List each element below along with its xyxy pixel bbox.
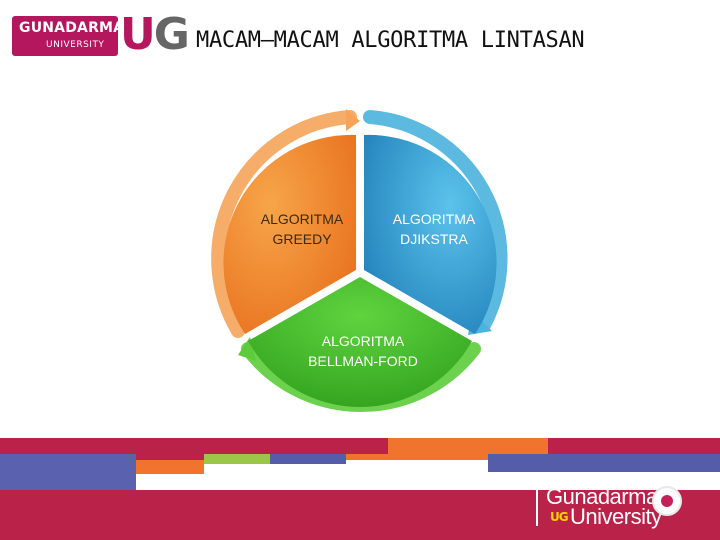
logo-letter-g: G [153, 9, 190, 60]
label-greedy-line2: GREEDY [272, 231, 332, 247]
segment-dijkstra [364, 134, 497, 334]
arrow-ring-blue [363, 110, 508, 332]
footer-bar-10 [488, 454, 720, 472]
label-bellman-ford: ALGORITMA BELLMAN-FORD [298, 331, 428, 371]
label-dijkstra: ALGORITMA DJIKSTRA [374, 209, 494, 249]
cycle-diagram-svg [211, 109, 508, 412]
label-bellman-line2: BELLMAN-FORD [308, 353, 418, 369]
label-greedy: ALGORITMA GREEDY [242, 209, 362, 249]
footer-bar-8 [270, 454, 346, 464]
footer-bar-7 [204, 454, 270, 464]
footer-bar-9 [346, 454, 488, 460]
footer-bar-2 [388, 438, 548, 454]
label-bellman-line1: ALGORITMA [321, 333, 405, 349]
footer-brand-line1: Gunadarma [546, 484, 658, 509]
footer-bar-6 [136, 460, 204, 474]
logo-letter-u: U [120, 9, 156, 60]
label-dijkstra-line1: ALGORITMA [392, 211, 476, 227]
arrow-head-orange [346, 109, 360, 131]
university-logo: GUNADARMA UNIVERSITY UG [8, 10, 190, 60]
footer-logo: Gunadarma UG University [536, 482, 716, 532]
footer-logo-divider [536, 484, 538, 526]
logo-monogram: UG [120, 9, 190, 60]
footer-bar-3 [548, 438, 720, 454]
footer-bar-1 [0, 438, 388, 454]
segment-bellman-ford [248, 277, 472, 408]
logo-line1: GUNADARMA [19, 20, 125, 36]
footer-bar-4 [0, 454, 136, 490]
logo-line2: UNIVERSITY [46, 40, 105, 50]
footer-band [0, 438, 720, 540]
footer-base [0, 490, 720, 540]
university-seal-icon [652, 486, 682, 516]
label-greedy-line1: ALGORITMA [260, 211, 344, 227]
footer-brand-mini: UG [550, 510, 569, 524]
label-dijkstra-line2: DJIKSTRA [400, 231, 468, 247]
footer-brand-line2: University [570, 504, 662, 529]
segment-greedy [223, 134, 356, 334]
arrow-ring-orange [211, 110, 357, 338]
logo-badge: GUNADARMA UNIVERSITY [12, 16, 124, 56]
cycle-diagram: ALGORITMA GREEDY ALGORITMA DJIKSTRA ALGO… [210, 105, 510, 415]
page-title: MACAM–MACAM ALGORITMA LINTASAN [196, 28, 585, 53]
